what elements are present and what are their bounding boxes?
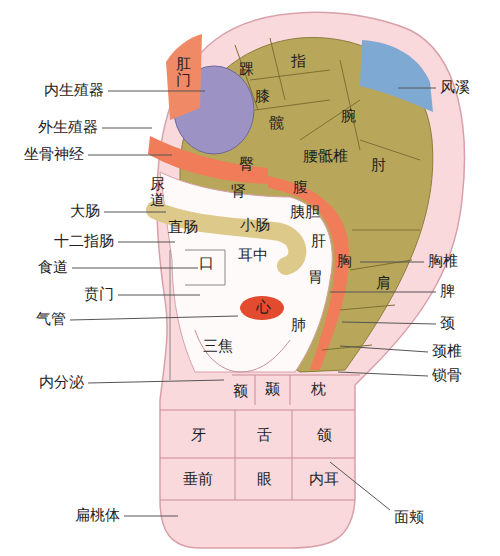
callout-label: 内生殖器 bbox=[44, 82, 104, 99]
region-label: 指 bbox=[291, 53, 306, 70]
callout-label: 风溪 bbox=[440, 79, 470, 96]
region-label: 口 bbox=[199, 255, 214, 272]
callout-label: 胸椎 bbox=[428, 253, 458, 270]
region-label: 髋 bbox=[269, 115, 284, 132]
callout-label: 大肠 bbox=[70, 203, 100, 220]
region-label: 腹 bbox=[293, 179, 308, 196]
region-label: 肛门 bbox=[176, 56, 191, 89]
region-label: 尿道 bbox=[150, 176, 165, 209]
region-label: 腰骶椎 bbox=[303, 148, 348, 165]
callout-label: 贲门 bbox=[84, 286, 114, 303]
region-label: 肩 bbox=[376, 275, 391, 292]
region-label: 垂前 bbox=[183, 471, 213, 488]
region-label: 枕 bbox=[311, 381, 326, 398]
region-label: 内耳 bbox=[309, 471, 339, 488]
region-label: 踝 bbox=[239, 61, 254, 78]
region-label: 肝 bbox=[311, 233, 326, 250]
callout-label: 十二指肠 bbox=[54, 233, 114, 250]
region-label: 耳中 bbox=[238, 247, 268, 264]
region-label: 颌 bbox=[317, 427, 332, 444]
region-label: 肺 bbox=[291, 317, 306, 334]
region-label: 舌 bbox=[257, 427, 272, 444]
callout-label: 扁桃体 bbox=[75, 507, 120, 524]
region-label: 胃 bbox=[308, 269, 323, 286]
callout-label: 气管 bbox=[36, 311, 66, 328]
region-label: 腕 bbox=[341, 108, 356, 125]
region-label: 膝 bbox=[255, 88, 270, 105]
callout-label: 颈 bbox=[440, 315, 455, 332]
callout-label: 锁骨 bbox=[432, 367, 462, 384]
region-label: 肾 bbox=[231, 183, 246, 200]
region-label: 胰胆 bbox=[290, 204, 320, 221]
region-label: 三焦 bbox=[203, 338, 233, 355]
callout-label: 面颊 bbox=[394, 509, 424, 526]
region-label: 臀 bbox=[239, 156, 254, 173]
region-label: 颞 bbox=[265, 381, 280, 398]
region-label: 胸 bbox=[337, 253, 352, 270]
region-label: 额 bbox=[233, 383, 248, 400]
region-label: 小肠 bbox=[240, 217, 270, 234]
region-label: 眼 bbox=[257, 471, 272, 488]
region-label: 心 bbox=[256, 299, 271, 316]
callout-label: 外生殖器 bbox=[38, 119, 98, 136]
region-label: 牙 bbox=[191, 427, 206, 444]
callout-label: 食道 bbox=[38, 259, 68, 276]
callout-label: 坐骨神经 bbox=[24, 146, 84, 163]
callout-label: 颈椎 bbox=[432, 343, 462, 360]
callout-label: 脾 bbox=[440, 283, 455, 300]
region-label: 肘 bbox=[371, 157, 386, 174]
region-label: 直肠 bbox=[168, 219, 198, 236]
callout-label: 内分泌 bbox=[39, 374, 84, 391]
